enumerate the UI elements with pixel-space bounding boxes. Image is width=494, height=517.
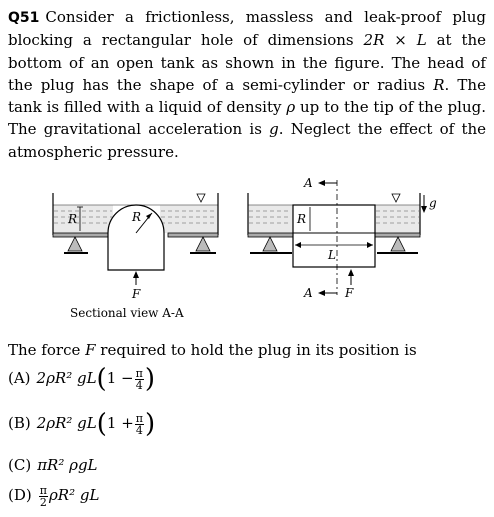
- option-c[interactable]: (C)πR² ρgL: [8, 456, 98, 474]
- left-liquid: [53, 205, 113, 233]
- right-plug: [292, 204, 376, 268]
- left-sectional-view: R R F Sectional view A-A: [52, 193, 219, 320]
- right-A-top: A: [303, 176, 313, 190]
- left-liquid-right: [160, 205, 218, 233]
- left-tank-bottom: [52, 232, 109, 238]
- right-R-label: R: [296, 212, 306, 226]
- left-liquid-lines: [54, 210, 217, 224]
- right-view: R L A A g: [247, 176, 437, 300]
- left-R2-label: R: [131, 210, 141, 224]
- left-force-label: F: [131, 287, 141, 301]
- tank-figure: R R F Sectional view A-A: [52, 176, 437, 320]
- question-stem: The force F required to hold the plug in…: [8, 341, 417, 359]
- figure-caption: Sectional view A-A: [70, 306, 184, 320]
- right-L-label: L: [327, 248, 336, 262]
- right-A-bottom: A: [303, 286, 313, 300]
- left-plug: [107, 204, 165, 271]
- right-g-label: g: [429, 196, 437, 210]
- question-number: Q51: [8, 10, 40, 26]
- right-force-label: F: [344, 286, 354, 300]
- left-supports: [64, 236, 216, 254]
- left-R1-label: R: [67, 212, 77, 226]
